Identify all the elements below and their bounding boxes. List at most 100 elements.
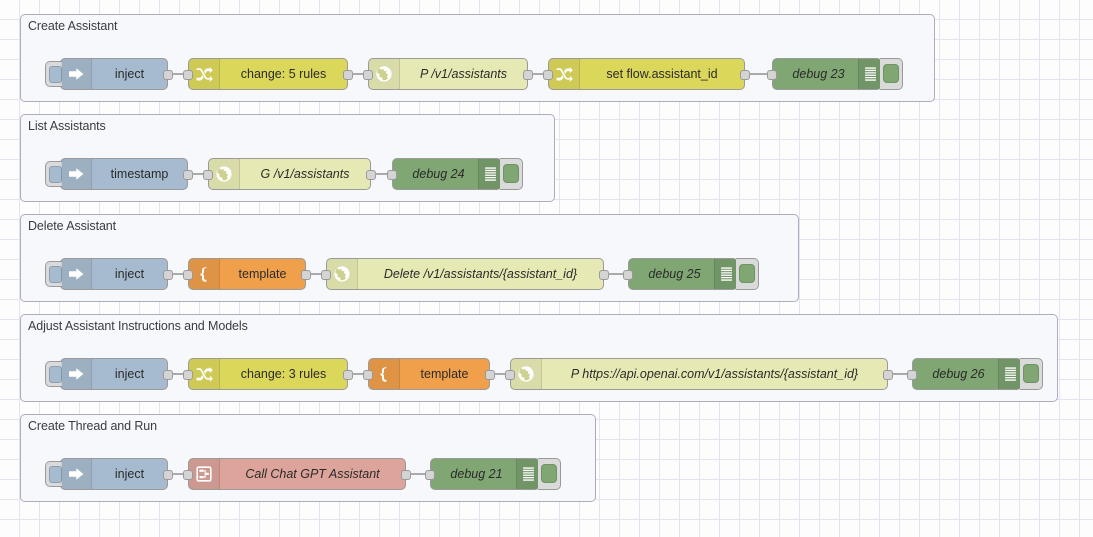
node-label: template — [238, 266, 287, 281]
flow-wire[interactable] — [172, 273, 184, 275]
inject-node[interactable]: timestamp — [45, 158, 193, 190]
flow-wire[interactable] — [352, 373, 364, 375]
node-input-port[interactable] — [321, 270, 331, 280]
node-input-port[interactable] — [183, 370, 193, 380]
change-node[interactable]: change: 5 rules — [183, 58, 353, 90]
inject-arrow-icon — [67, 265, 85, 283]
node-output-port[interactable] — [599, 270, 609, 280]
node-label: P https://api.openai.com/v1/assistants/{… — [570, 366, 859, 381]
template-node[interactable]: template — [363, 358, 495, 390]
node-label: Delete /v1/assistants/{assistant_id} — [383, 266, 578, 281]
node-output-port[interactable] — [485, 370, 495, 380]
debug-toggle-button[interactable] — [736, 258, 759, 290]
node-label: Call Chat GPT Assistant — [245, 466, 380, 481]
inject-trigger-button-face — [49, 66, 62, 83]
inject-trigger-button-face — [49, 166, 62, 183]
inject-trigger-button[interactable] — [45, 161, 62, 187]
node-output-port[interactable] — [163, 270, 173, 280]
inject-arrow-icon — [67, 465, 85, 483]
debug-node[interactable]: debug 25 — [623, 258, 759, 290]
inject-trigger-button[interactable] — [45, 61, 62, 87]
node-label: set flow.assistant_id — [606, 66, 718, 81]
group-title: Create Assistant — [28, 19, 118, 33]
inject-trigger-button[interactable] — [45, 261, 62, 287]
node-output-port[interactable] — [301, 270, 311, 280]
debug-toggle-button-face — [1023, 364, 1039, 383]
node-output-port[interactable] — [343, 370, 353, 380]
node-label: change: 5 rules — [240, 66, 327, 81]
group-title: Delete Assistant — [28, 219, 117, 233]
node-output-port[interactable] — [401, 470, 411, 480]
debug-node[interactable]: debug 23 — [767, 58, 903, 90]
node-icon-container — [714, 259, 737, 289]
node-input-port[interactable] — [623, 270, 633, 280]
node-input-port[interactable] — [907, 370, 917, 380]
flow-wire[interactable] — [494, 373, 506, 375]
debug-node[interactable]: debug 26 — [907, 358, 1043, 390]
node-output-port[interactable] — [163, 370, 173, 380]
node-output-port[interactable] — [523, 70, 533, 80]
debug-node[interactable]: debug 24 — [387, 158, 523, 190]
flow-wire[interactable] — [375, 173, 388, 175]
node-input-port[interactable] — [363, 70, 373, 80]
inject-arrow-icon — [67, 165, 85, 183]
node-output-port[interactable] — [343, 70, 353, 80]
flow-wire[interactable] — [172, 473, 184, 475]
flow-wire[interactable] — [410, 473, 426, 475]
flow-wire[interactable] — [310, 273, 322, 275]
node-output-port[interactable] — [163, 470, 173, 480]
change-swap-icon — [555, 65, 573, 83]
inject-trigger-button[interactable] — [45, 361, 62, 387]
node-output-port[interactable] — [366, 170, 376, 180]
node-output-port[interactable] — [163, 70, 173, 80]
node-input-port[interactable] — [425, 470, 435, 480]
flow-wire[interactable] — [749, 73, 768, 75]
debug-toggle-button[interactable] — [500, 158, 523, 190]
debug-lines-icon — [864, 66, 877, 82]
node-input-port[interactable] — [505, 370, 515, 380]
node-input-port[interactable] — [203, 170, 213, 180]
node-input-port[interactable] — [767, 70, 777, 80]
node-input-port[interactable] — [363, 370, 373, 380]
debug-node[interactable]: debug 21 — [425, 458, 561, 490]
subflow-node[interactable]: Call Chat GPT Assistant — [183, 458, 411, 490]
flow-wire[interactable] — [192, 173, 204, 175]
inject-node[interactable]: inject — [45, 258, 173, 290]
node-output-port[interactable] — [883, 370, 893, 380]
node-output-port[interactable] — [740, 70, 750, 80]
curly-brace-icon — [375, 365, 393, 383]
http-request-node[interactable]: P /v1/assistants — [363, 58, 533, 90]
flow-wire[interactable] — [172, 373, 184, 375]
node-input-port[interactable] — [183, 70, 193, 80]
node-input-port[interactable] — [183, 470, 193, 480]
http-request-node[interactable]: P https://api.openai.com/v1/assistants/{… — [505, 358, 893, 390]
node-input-port[interactable] — [543, 70, 553, 80]
change-node[interactable]: set flow.assistant_id — [543, 58, 750, 90]
flow-wire[interactable] — [352, 73, 364, 75]
debug-toggle-button[interactable] — [1020, 358, 1043, 390]
node-output-port[interactable] — [183, 170, 193, 180]
flow-wire[interactable] — [172, 73, 184, 75]
debug-toggle-button[interactable] — [880, 58, 903, 90]
inject-node[interactable]: inject — [45, 458, 173, 490]
node-icon-container — [369, 59, 400, 89]
http-request-node[interactable]: Delete /v1/assistants/{assistant_id} — [321, 258, 609, 290]
inject-node[interactable]: inject — [45, 358, 173, 390]
http-request-node[interactable]: G /v1/assistants — [203, 158, 376, 190]
change-node[interactable]: change: 3 rules — [183, 358, 353, 390]
flow-wire[interactable] — [892, 373, 908, 375]
inject-trigger-button[interactable] — [45, 461, 62, 487]
flow-wire[interactable] — [608, 273, 624, 275]
node-label: inject — [114, 466, 145, 481]
node-label: debug 26 — [932, 366, 985, 381]
node-label: debug 24 — [412, 166, 465, 181]
flow-wire[interactable] — [532, 73, 544, 75]
debug-toggle-button[interactable] — [538, 458, 561, 490]
debug-toggle-button-face — [541, 464, 557, 483]
node-input-port[interactable] — [183, 270, 193, 280]
curly-brace-icon — [195, 265, 213, 283]
inject-node[interactable]: inject — [45, 58, 173, 90]
template-node[interactable]: template — [183, 258, 311, 290]
node-input-port[interactable] — [387, 170, 397, 180]
